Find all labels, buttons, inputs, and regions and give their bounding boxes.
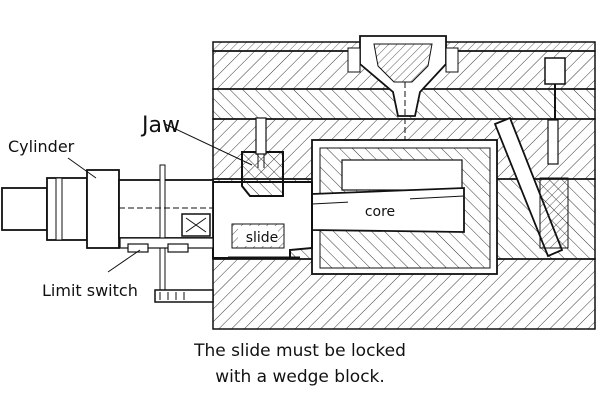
caption-line-2: with a wedge block.	[215, 367, 385, 387]
angle-pin	[493, 116, 569, 258]
caption: The slide must be locked with a wedge bl…	[0, 338, 600, 390]
bolt-right	[544, 57, 566, 165]
limit-switch	[119, 237, 214, 253]
wedge-block-jaw	[241, 117, 284, 197]
slide	[212, 181, 313, 260]
hydraulic-cylinder	[1, 164, 214, 301]
core-label: core	[365, 204, 395, 220]
cooling-fitting	[154, 289, 214, 303]
limit-switch-label: Limit switch	[42, 281, 138, 300]
jaw-label: Jaw	[140, 113, 180, 138]
cylinder-label: Cylinder	[8, 137, 75, 156]
caption-line-1: The slide must be locked	[194, 341, 406, 361]
leader-lines	[67, 123, 253, 273]
slide-label: slide	[246, 230, 279, 246]
